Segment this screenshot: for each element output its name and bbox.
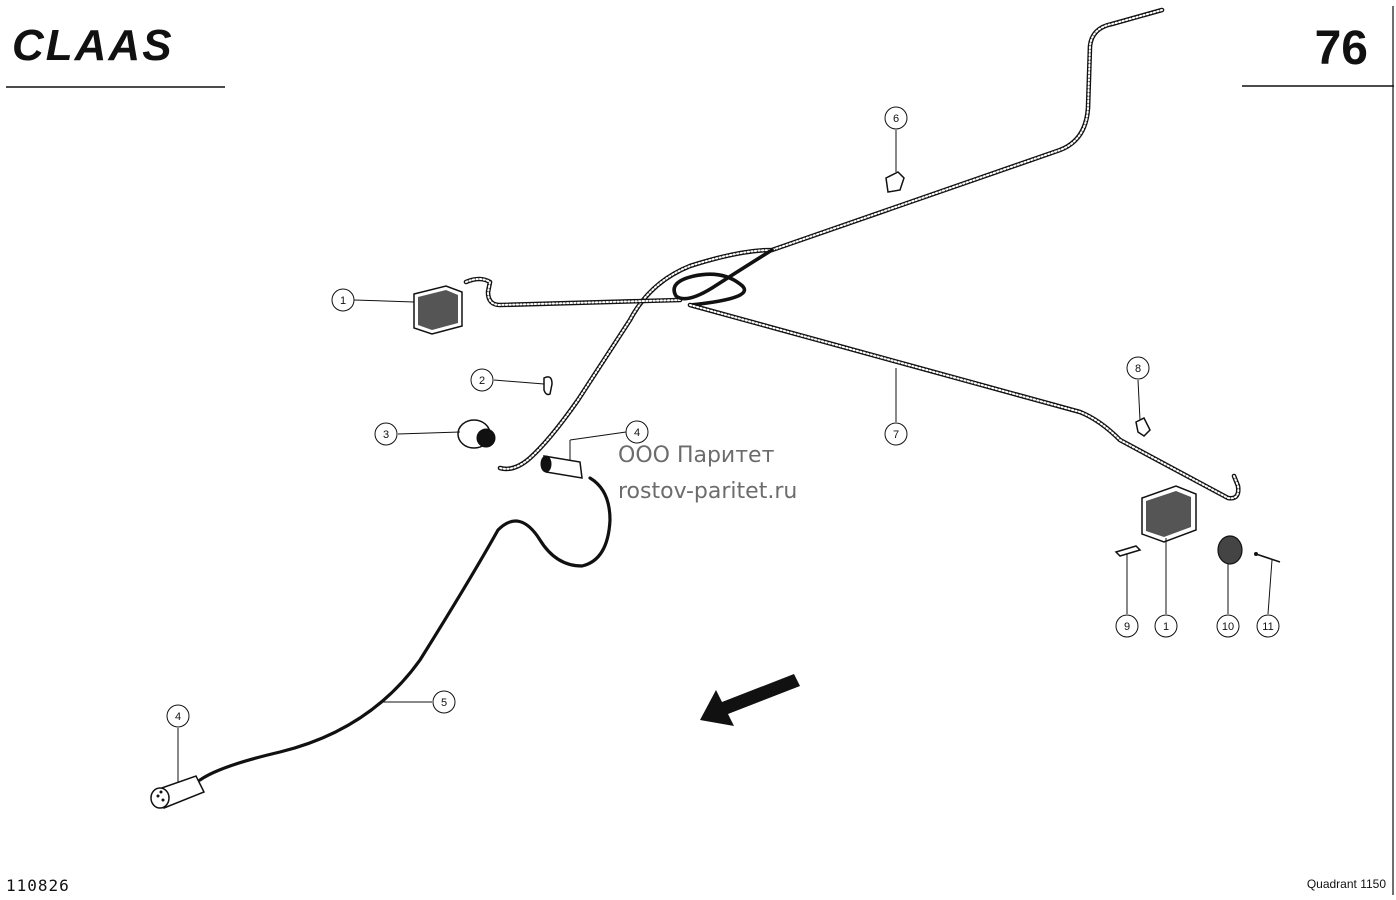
callout-label: 10 (1222, 621, 1234, 633)
footer: 110826 Quadrant 1150 (6, 876, 1386, 895)
plug-4-upper (540, 455, 583, 479)
callout-label: 4 (634, 427, 640, 439)
tail-lamp-left (413, 285, 463, 335)
gasket-9-shape (1114, 545, 1142, 557)
callouts: 1 2 3 4 4 5 6 (166, 106, 1280, 728)
leader-4-upper (569, 431, 627, 441)
cable-clip-8-shape (1135, 416, 1151, 437)
callout-11: 11 (1256, 614, 1280, 638)
callout-label: 8 (1135, 363, 1141, 375)
adapter-cable-line (198, 476, 612, 782)
plug-4-lower-pin-3 (159, 790, 163, 794)
model-name: Quadrant 1150 (1307, 877, 1386, 891)
direction-arrow-shape (700, 674, 800, 726)
callout-label: 1 (1163, 621, 1169, 633)
parts (150, 171, 1281, 809)
leader-8 (1137, 379, 1141, 421)
callout-label: 4 (175, 711, 181, 723)
harness-loop (672, 248, 774, 307)
page-number: 76 (1315, 22, 1368, 75)
callout-label: 6 (893, 113, 899, 125)
drawing-number: 110826 (6, 876, 70, 895)
tail-lamp-right (1141, 485, 1197, 543)
leader-3 (397, 431, 461, 435)
callout-label: 1 (340, 295, 346, 307)
cable-clip-2-shape (543, 376, 553, 396)
callout-1-right: 1 (1154, 614, 1178, 638)
callout-4-lower: 4 (166, 704, 190, 728)
cable-clip-6-shape (885, 171, 905, 193)
brand-logo: CLAAS (12, 21, 174, 70)
gasket-9 (1114, 545, 1142, 557)
tail-lamp-left-lens (418, 290, 458, 330)
callout-label: 7 (893, 429, 899, 441)
callout-8: 8 (1126, 356, 1150, 380)
callout-10: 10 (1216, 614, 1240, 638)
main-wiring-harness (463, 7, 1241, 501)
leader-11 (1267, 559, 1273, 615)
screw-11 (1254, 552, 1281, 563)
harness-right-lamp-branch-texture (689, 304, 1240, 500)
watermark: ООО Паритет rostov-paritet.ru (618, 443, 797, 504)
leader-lines (177, 130, 1273, 782)
adapter-cable-inner (199, 477, 611, 781)
lens-10-shape (1217, 535, 1243, 565)
lens-10 (1217, 535, 1243, 565)
callout-9: 9 (1115, 614, 1139, 638)
direction-arrow (700, 674, 800, 726)
plug-4-upper-face (540, 455, 552, 473)
plug-4-lower-pin-2 (161, 798, 165, 802)
cable-clip-2 (543, 376, 553, 396)
callout-label: 9 (1124, 621, 1130, 633)
callout-3: 3 (374, 422, 398, 446)
plug-4-lower-pin-1 (156, 794, 160, 798)
leader-1-left (353, 299, 415, 303)
screw-11-head (1254, 552, 1258, 556)
harness-left-lamp-branch-texture (465, 278, 681, 306)
plug-4-lower-face (150, 787, 170, 809)
header: CLAAS 76 (6, 6, 1394, 895)
cable-clip-6 (885, 171, 905, 193)
socket-3 (457, 419, 496, 449)
callout-label: 2 (479, 375, 485, 387)
plug-4-lower (150, 775, 206, 809)
leader-2 (493, 379, 545, 385)
callout-4-upper: 4 (625, 420, 649, 444)
watermark-line-2: rostov-paritet.ru (618, 479, 797, 504)
socket-3-face (476, 428, 496, 448)
callout-1-left: 1 (331, 288, 355, 312)
callout-5: 5 (432, 690, 456, 714)
callout-label: 11 (1262, 621, 1273, 633)
watermark-line-1: ООО Паритет (618, 443, 775, 468)
callout-7: 7 (884, 422, 908, 446)
harness-main-cable (497, 7, 1165, 472)
harness-right-lamp-branch (687, 302, 1241, 501)
callout-label: 3 (383, 429, 389, 441)
callout-2: 2 (470, 368, 494, 392)
adapter-cable (198, 476, 612, 782)
cable-clip-8 (1135, 416, 1151, 437)
callout-6: 6 (884, 106, 908, 130)
callout-label: 5 (441, 697, 447, 709)
harness-main-cable-texture (499, 9, 1163, 470)
tail-lamp-right-lens (1146, 491, 1191, 537)
screw-11-shape (1255, 553, 1281, 563)
